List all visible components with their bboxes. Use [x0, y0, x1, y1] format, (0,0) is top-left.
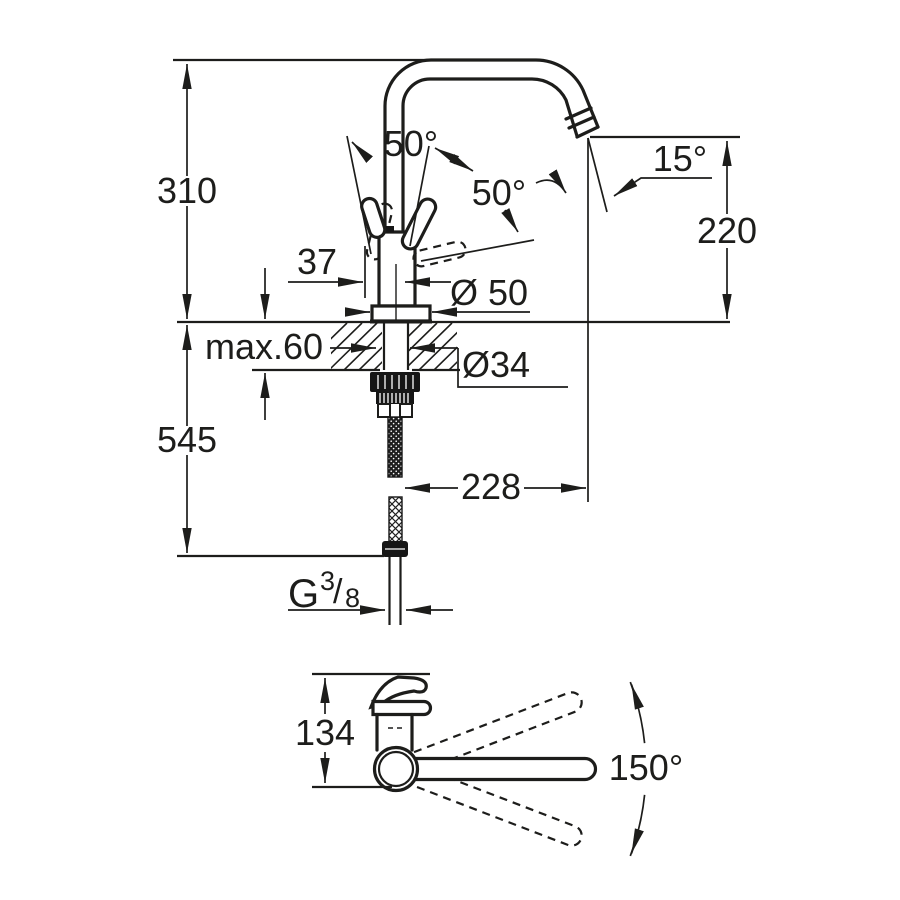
mounting-nut [370, 372, 420, 392]
clamp-right [399, 403, 413, 418]
cartridge-cap [382, 226, 394, 233]
dim-dia50: Ø 50 [450, 272, 528, 313]
lever-top-view [368, 675, 428, 710]
top-labels: 134 150° [295, 712, 683, 788]
dim-37: 37 [297, 241, 337, 282]
dim-134: 134 [295, 712, 355, 753]
leader-15 [613, 177, 712, 197]
dim-max60: max.60 [205, 326, 323, 367]
thread-g: G [288, 572, 319, 616]
handle-dashed-horizontal [412, 240, 467, 268]
thread-slash: / [333, 573, 343, 611]
swivel-ring-inner [377, 750, 415, 788]
front-dimensions [173, 58, 740, 615]
clamp-left [377, 403, 391, 418]
dim-220: 220 [697, 210, 757, 251]
handle-closed [360, 196, 387, 239]
base-plate [370, 304, 432, 323]
dim-50deg-lower: 50° [472, 172, 526, 213]
handle-open-45 [400, 197, 438, 251]
thread-denominator: 8 [345, 583, 360, 613]
braided-hose [388, 496, 403, 548]
thread-numerator: 3 [320, 566, 335, 596]
aerator-band-2 [567, 115, 596, 130]
swivel-arc-upper [629, 681, 646, 744]
top-view: 134 150° [295, 672, 683, 857]
countertop [177, 320, 730, 372]
faucet-outline [360, 58, 600, 324]
swing-arrow-15 [535, 169, 567, 194]
mounting-hardware [370, 323, 420, 625]
dim-15deg: 15° [653, 138, 707, 179]
stream-angled-15 [587, 137, 608, 213]
top-view-body [368, 675, 598, 793]
dim-545: 545 [157, 419, 217, 460]
body-cap [371, 699, 433, 717]
angle-line-a [346, 135, 372, 255]
swivel-arc-lower [629, 794, 646, 857]
dim-dia34: Ø34 [462, 344, 530, 385]
threaded-rod [387, 416, 403, 478]
leader-dia34 [457, 348, 568, 388]
spout-arm-solid [412, 756, 598, 782]
dim-150deg: 150° [609, 747, 683, 788]
dim-228: 228 [461, 466, 521, 507]
aerator-tip-face [575, 125, 600, 139]
dim-310: 310 [157, 170, 217, 211]
handle-axis-horizontal [420, 239, 535, 262]
swivel-ring-outer [372, 745, 420, 793]
dim-50deg-upper: 50° [384, 123, 438, 164]
aerator-band-1 [564, 106, 593, 121]
top-dimensions [312, 672, 646, 857]
spout-inner [401, 77, 579, 232]
front-view: 310 545 37 Ø 50 max.60 Ø34 228 220 15° 5… [157, 58, 757, 625]
angle-line-b [409, 145, 430, 247]
front-labels: 310 545 37 Ø 50 max.60 Ø34 228 220 15° 5… [157, 123, 757, 616]
